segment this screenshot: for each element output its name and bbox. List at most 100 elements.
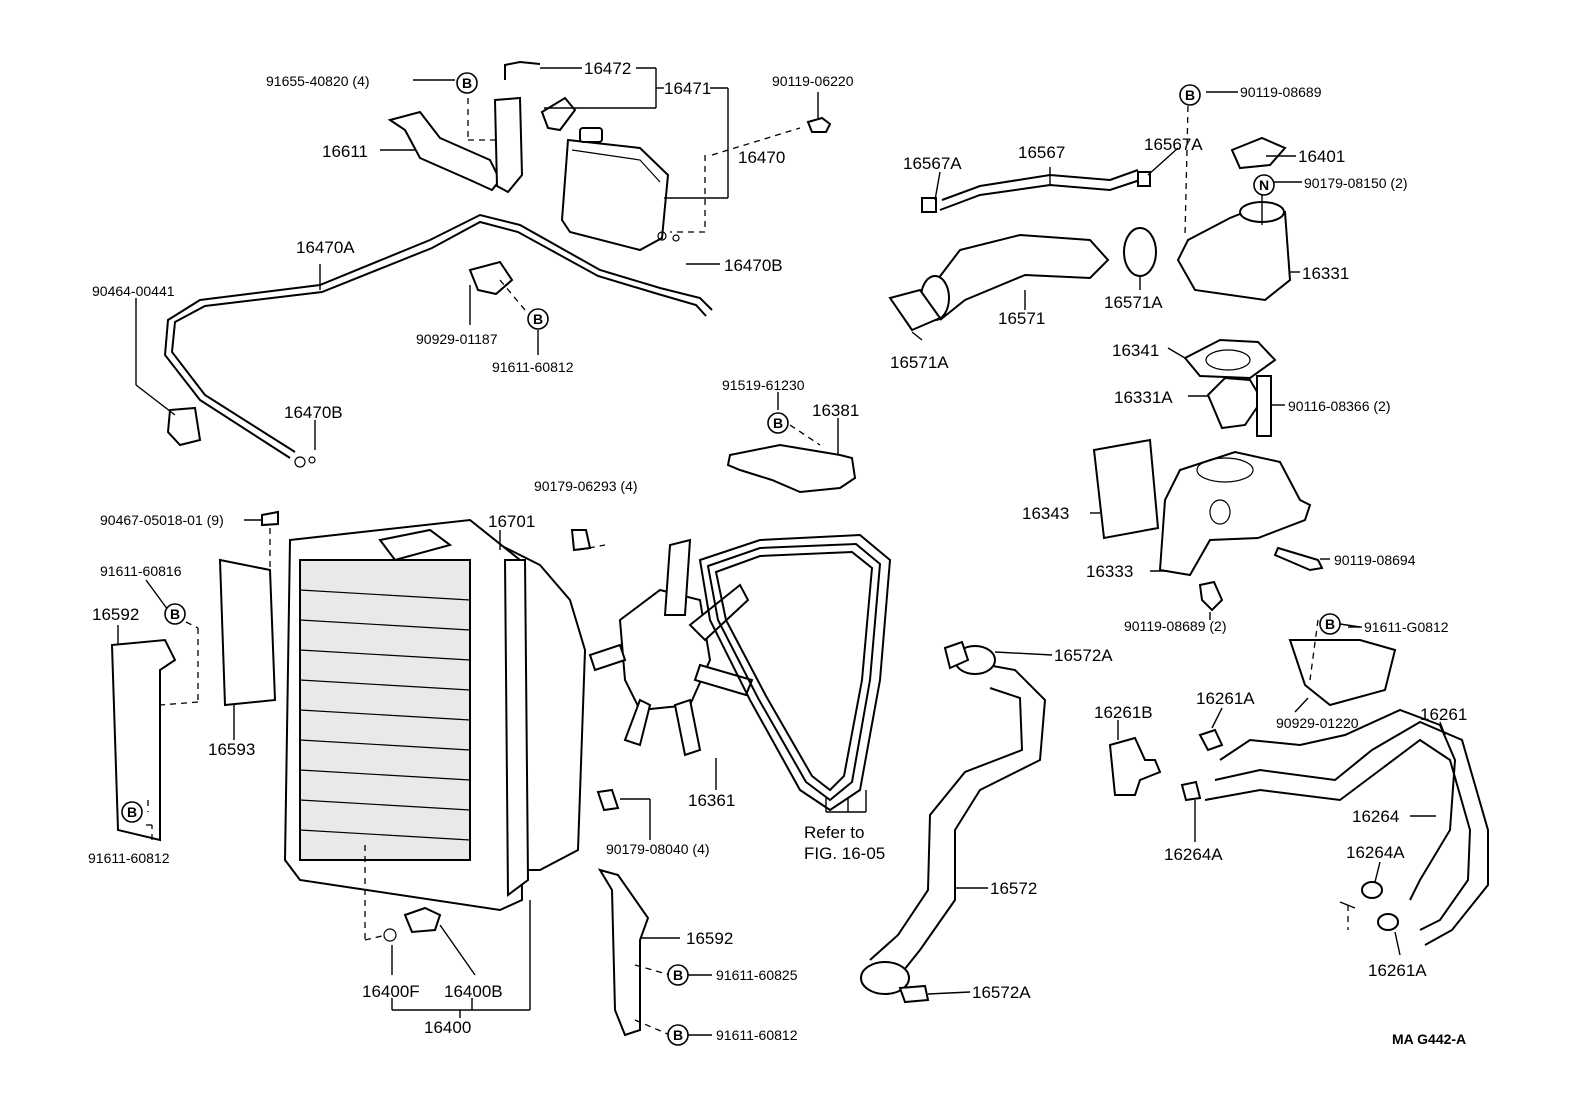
valve-16261B-drawing — [1108, 736, 1162, 796]
svg-text:B: B — [1185, 87, 1195, 103]
refer-text-line1: Refer to — [804, 823, 864, 842]
label-91519-61230: 91519-61230 — [722, 377, 805, 393]
label-16333: 16333 — [1086, 562, 1133, 581]
fan-blade-6-drawing — [588, 643, 627, 672]
label-90929-01187: 90929-01187 — [416, 331, 498, 347]
thermostat-16331A-drawing — [1206, 376, 1264, 430]
clamp-16572A-top-drawing — [943, 640, 970, 670]
svg-text:B: B — [462, 75, 472, 91]
hose-16470A-drawing — [163, 213, 713, 459]
svg-text:B: B — [773, 415, 783, 431]
fan-blade-3-drawing — [693, 663, 754, 697]
label-16567A-right: 16567A — [1144, 135, 1203, 154]
label-16592-left: 16592 — [92, 605, 139, 624]
clamp-16261A-top-drawing — [1198, 728, 1224, 752]
clamp-16567A-right-drawing — [1137, 171, 1151, 187]
badge-b-91611-60812-low: B — [667, 1024, 689, 1046]
cap-16401-drawing — [1230, 136, 1287, 170]
plate-16593-drawing — [218, 558, 277, 707]
bracket-plate-drawing — [493, 96, 524, 194]
v-belt-drawing — [698, 533, 892, 812]
drain-cock-16400B-drawing — [403, 906, 442, 934]
gasket-16400F-drawing — [383, 928, 397, 942]
nut-90179-08040-drawing — [596, 788, 620, 812]
bolt-90119-08694-drawing — [1273, 546, 1324, 572]
tank-edge-line — [571, 149, 661, 183]
label-16593: 16593 — [208, 740, 255, 759]
lower-hose-group — [860, 640, 1053, 1004]
label-16470: 16470 — [738, 148, 785, 167]
radiator-cap-area-drawing — [378, 528, 453, 562]
badge-n-90179-08150: N — [1253, 174, 1275, 196]
label-16331A: 16331A — [1114, 388, 1173, 407]
label-16361: 16361 — [688, 791, 735, 810]
fan-blade-2-drawing — [688, 583, 750, 642]
radiator-group — [110, 510, 680, 1037]
bracket-16592-left-drawing — [110, 638, 177, 842]
label-16264: 16264 — [1352, 807, 1399, 826]
badge-b-91611-60816: B — [164, 603, 186, 625]
svg-text:B: B — [127, 804, 137, 820]
bracket-90929-01220-drawing — [1288, 639, 1397, 707]
housing-16333-drawing — [1158, 450, 1312, 577]
diagram-code: MA G442-A — [1392, 1031, 1466, 1047]
clamp-16261A-low-drawing — [1377, 913, 1399, 931]
clamp-16567A-left-drawing — [921, 197, 937, 213]
label-90179-08040: 90179-08040 (4) — [606, 841, 710, 857]
label-16472: 16472 — [584, 59, 631, 78]
gasket-16341-drawing — [1183, 338, 1277, 380]
label-90119-08689-2: 90119-08689 (2) — [1124, 618, 1226, 634]
label-16261A-top: 16261A — [1196, 689, 1255, 708]
label-16261B: 16261B — [1094, 703, 1153, 722]
label-16572: 16572 — [990, 879, 1037, 898]
clamp-16572A-bottom-drawing — [898, 984, 930, 1004]
label-16401: 16401 — [1298, 147, 1345, 166]
badge-b-91611-60812-top: B — [527, 308, 549, 330]
refer-text-line2: FIG. 16-05 — [804, 844, 885, 863]
label-16261A-low: 16261A — [1368, 961, 1427, 980]
label-16470A: 16470A — [296, 238, 355, 257]
gasket-16343-drawing — [1092, 438, 1160, 540]
label-16567A-left: 16567A — [903, 154, 962, 173]
label-90467-05018-01: 90467-05018-01 (9) — [100, 512, 224, 528]
clip-90929-01187-drawing — [468, 260, 514, 296]
label-16331: 16331 — [1302, 264, 1349, 283]
label-91655-40820: 91655-40820 (4) — [266, 73, 370, 89]
label-16571: 16571 — [998, 309, 1045, 328]
svg-text:B: B — [533, 311, 543, 327]
outlet-16331-drawing — [1176, 208, 1292, 302]
label-16572A-top: 16572A — [1054, 646, 1113, 665]
label-16572A-low: 16572A — [972, 983, 1031, 1002]
clamp-16264A-drawing — [1180, 780, 1202, 802]
fan-belt-group — [588, 533, 892, 813]
label-90119-08689-top: 90119-08689 — [1240, 84, 1322, 100]
fan-blade-4-drawing — [673, 698, 702, 757]
label-90179-08150: 90179-08150 (2) — [1304, 175, 1408, 191]
svg-text:N: N — [1259, 177, 1269, 193]
label-16264A-left: 16264A — [1164, 845, 1223, 864]
badge-b-91655: B — [456, 72, 478, 94]
svg-text:B: B — [1325, 616, 1335, 632]
clamp-16571A-left-drawing — [888, 288, 942, 332]
label-16400F: 16400F — [362, 982, 420, 1001]
badge-b-91519: B — [767, 412, 789, 434]
label-16400: 16400 — [424, 1018, 471, 1037]
label-16264A-right: 16264A — [1346, 843, 1405, 862]
svg-text:B: B — [170, 606, 180, 622]
part-labels: 91655-40820 (4) 16472 16471 90119-06220 … — [88, 59, 1467, 1047]
label-91611-60825: 91611-60825 — [716, 967, 798, 983]
badge-b-91611-G0812: B — [1319, 613, 1341, 635]
label-16567: 16567 — [1018, 143, 1065, 162]
bracket-16381-group — [726, 392, 857, 494]
label-90119-06220: 90119-06220 — [772, 73, 854, 89]
badge-b-90119-08689-top: B — [1179, 84, 1201, 106]
label-16261: 16261 — [1420, 705, 1467, 724]
bracket-16381-drawing — [726, 443, 857, 494]
bolt-90119-08689-drawing — [1198, 580, 1224, 612]
stud-90116-drawing — [1256, 375, 1272, 437]
nut-90179-06293-drawing — [570, 529, 592, 552]
bracket-16592-lower-drawing — [597, 868, 650, 1037]
label-90116-08366: 90116-08366 (2) — [1288, 398, 1390, 414]
svg-text:B: B — [673, 1027, 683, 1043]
